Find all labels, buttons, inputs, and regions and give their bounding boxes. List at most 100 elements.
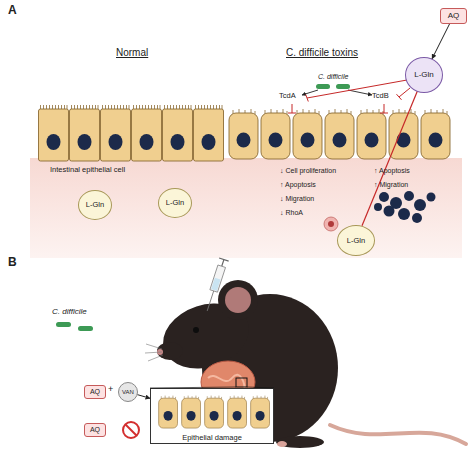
node-text: L-Gln: [347, 237, 365, 245]
annotation-label: C. difficile: [318, 73, 348, 81]
apoptotic-cells: [404, 191, 414, 201]
damaged-epithelium: [421, 109, 450, 159]
apoptotic-cells: [414, 199, 426, 211]
bacteria: [78, 326, 93, 331]
bacteria: [316, 84, 350, 89]
normal-epithelium: [101, 105, 131, 161]
damaged-epithelium: [325, 109, 354, 159]
node-text: L-Gln: [414, 71, 434, 79]
inhibition-lines: [384, 104, 385, 113]
syringe: [222, 260, 224, 267]
inhibition-lines: [307, 80, 407, 98]
inhibition-lines: [288, 113, 296, 114]
toxin-release-arrows: [302, 90, 318, 95]
normal-epithelium: [39, 105, 69, 161]
mouse-illustration: [277, 441, 287, 447]
drug-box: AQ: [440, 8, 467, 24]
panel-letter: A: [8, 4, 17, 17]
node-text: L-Gln: [166, 199, 184, 207]
mouse-illustration: [145, 344, 163, 361]
inset-epithelium: [159, 396, 270, 429]
node-text: AQ: [448, 12, 460, 20]
mouse-illustration: [193, 327, 199, 333]
syringe: [211, 278, 220, 291]
glutamine-circle: L-Gln: [158, 188, 192, 218]
syringe: [219, 258, 229, 261]
prohibition-sign: [126, 425, 137, 436]
drug-box: AQ: [84, 385, 106, 399]
inset-epithelium: [182, 396, 201, 429]
connector-arrow: [432, 24, 449, 59]
apoptotic-cells: [379, 192, 389, 202]
normal-epithelium: [194, 105, 224, 161]
inset-epithelium: [159, 396, 178, 429]
mouse-illustration: [218, 280, 258, 320]
immune-cell: [324, 217, 338, 231]
immune-cell: [328, 221, 334, 227]
connector-arrow: [138, 395, 150, 399]
damaged-epithelium: [261, 109, 290, 159]
inset-epithelium: [251, 396, 270, 429]
node-text: VAN: [122, 389, 134, 395]
normal-epithelium: [163, 105, 193, 161]
apoptotic-cells: [398, 208, 410, 220]
bacteria: [316, 84, 330, 89]
drug-circle: VAN: [118, 382, 138, 402]
inhibition-lines: [306, 95, 309, 102]
inhibition-lines: [380, 113, 388, 114]
mouse-illustration: [236, 378, 247, 387]
annotation-label: +: [108, 385, 113, 395]
mouse-illustration: [145, 280, 466, 448]
zoom-lines: [150, 387, 236, 388]
apoptotic-cells: [374, 191, 436, 223]
bacteria: [56, 322, 71, 327]
annotation-label: C. difficile: [52, 308, 87, 317]
normal-epithelium: [70, 105, 100, 161]
annotation-label: TcdB: [372, 92, 389, 100]
inset-epithelium: [205, 396, 224, 429]
mouse-illustration: [276, 436, 324, 448]
damaged-epithelium: [229, 109, 450, 159]
lumen-background: [30, 158, 462, 258]
damaged-epithelium: [229, 109, 258, 159]
glutamine-circle: L-Gln: [405, 57, 443, 93]
inhibition-lines: [292, 104, 293, 113]
syringe: [210, 265, 226, 292]
apoptotic-cells: [427, 193, 436, 202]
node-text: AQ: [90, 426, 100, 433]
mouse-illustration: [157, 342, 183, 360]
syringe: [207, 291, 213, 311]
damaged-epithelium: [293, 109, 322, 159]
annotation-label: C. difficile toxins: [286, 47, 358, 58]
damaged-epithelium: [357, 109, 386, 159]
node-text: AQ: [90, 388, 100, 395]
normal-epithelium: [39, 105, 224, 161]
normal-epithelium: [132, 105, 162, 161]
inhibition-lines: [397, 94, 402, 100]
mouse-illustration: [225, 287, 251, 313]
apoptotic-cells: [384, 206, 395, 217]
drug-box: AQ: [84, 423, 106, 437]
bacteria: [336, 84, 350, 89]
annotation-label: TcdA: [279, 92, 296, 100]
apoptotic-cells: [374, 203, 382, 211]
glutamine-circle: L-Gln: [78, 190, 112, 220]
bacteria: [56, 322, 93, 331]
zoom-lines: [247, 387, 274, 388]
apoptotic-cells: [412, 213, 422, 223]
damaged-epithelium: [389, 109, 418, 159]
annotation-label: Normal: [116, 47, 148, 58]
node-text: Epithelial damage: [182, 434, 242, 442]
immune-cell: [324, 217, 338, 231]
zoom-lines: [150, 387, 274, 388]
prohibition-sign: [123, 422, 139, 438]
panel-letter: B: [8, 256, 17, 269]
toxin-release-arrows: [348, 90, 372, 95]
glutamine-circle: L-Gln: [337, 225, 375, 256]
syringe: [202, 258, 228, 312]
